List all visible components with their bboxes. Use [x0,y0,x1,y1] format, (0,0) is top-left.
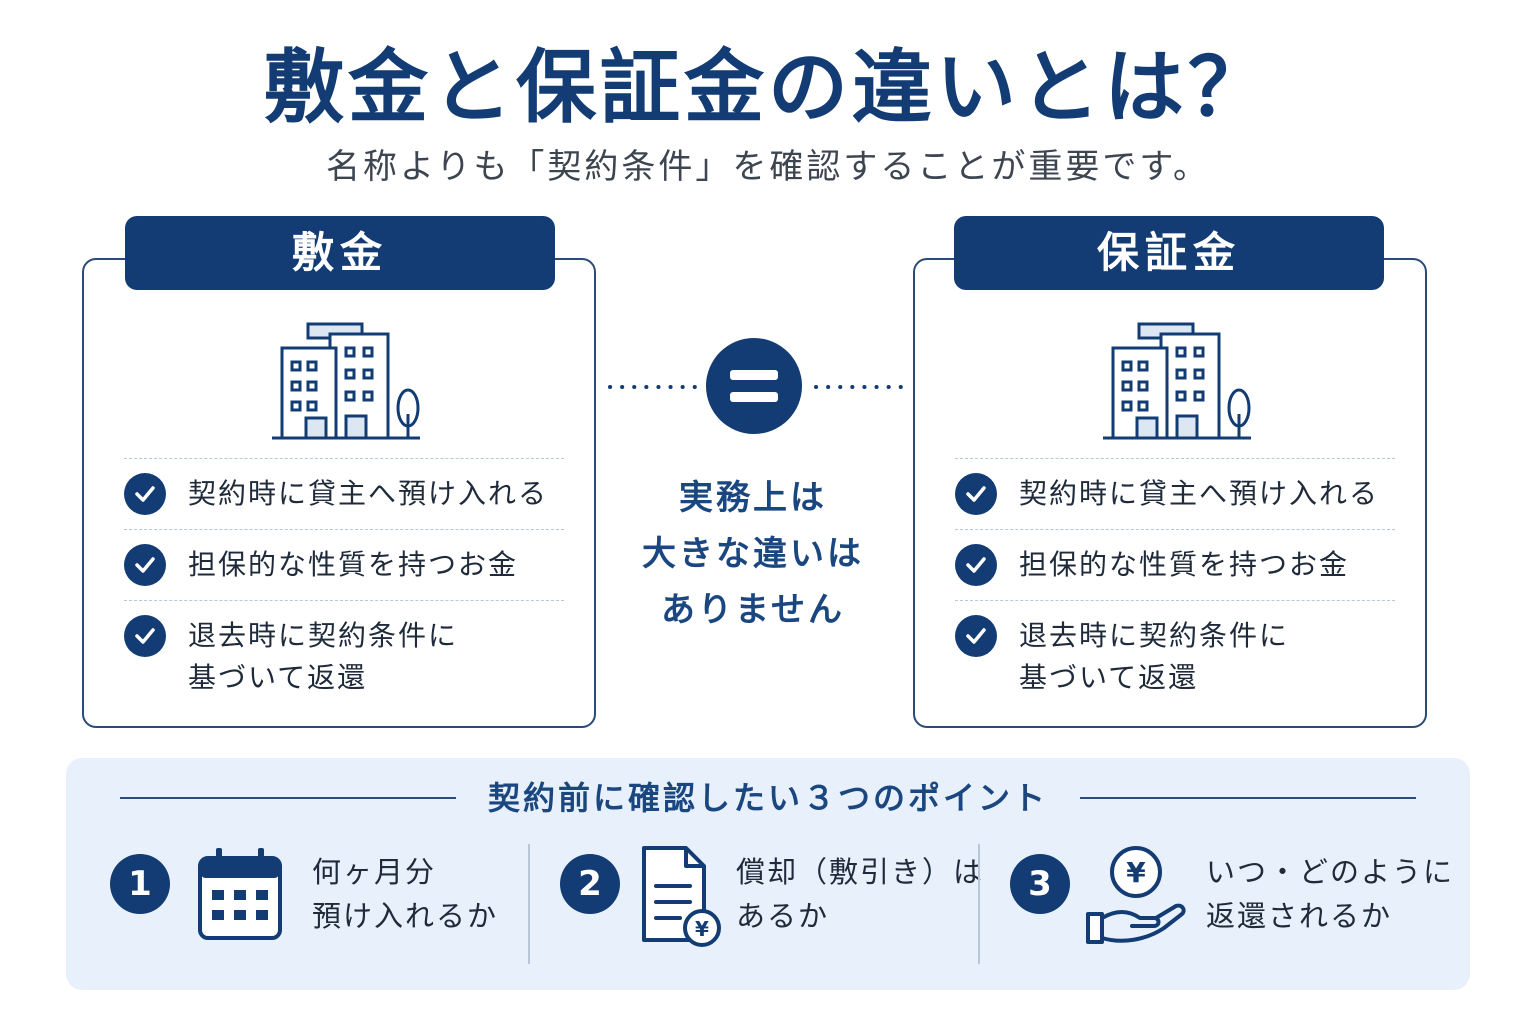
equal-icon [706,338,802,434]
point-number: 1 [110,854,170,914]
list-item: 退去時に契約条件に基づいて返還 [955,600,1395,713]
title-rule [1080,797,1416,799]
check-circle-icon [124,615,166,657]
calendar-icon [198,848,282,940]
yen-symbol: ¥ [1126,856,1146,889]
title-rule [120,797,456,799]
list-item-text: 退去時に契約条件に基づいて返還 [1019,619,1290,694]
card-heading-shikikin: 敷金 [125,216,555,290]
card-heading-hoshokin: 保証金 [954,216,1384,290]
building-icon [1103,322,1251,440]
checkpoint-1: 1 何ヶ月分 預け入れるか [110,844,530,964]
list-item-text: 退去時に契約条件に基づいて返還 [188,619,459,694]
list-item-text: 担保的な性質を持つお金 [188,548,519,581]
dotted-line [814,385,904,389]
list-item: 契約時に貸主へ預け入れる [124,458,564,529]
building-icon [272,322,420,440]
hand-yen-coin-icon: ¥ [1086,846,1186,944]
checkpoints-title: 契約前に確認したい３つのポイント [487,779,1048,817]
list-item-text: 契約時に貸主へ預け入れる [188,477,549,510]
list-item-text: 契約時に貸主へ預け入れる [1019,477,1380,510]
card-hoshokin: 契約時に貸主へ預け入れる 担保的な性質を持つお金 退去時に契約条件に基づいて返還 [913,258,1427,728]
list-item: 担保的な性質を持つお金 [124,529,564,600]
divider [978,844,980,964]
conclusion-text: 実務上は 大きな違いは ありません [642,478,864,630]
checkpoints-panel: 契約前に確認したい３つのポイント 1 何ヶ月分 預け入れるか 2 [66,758,1470,990]
check-circle-icon [124,473,166,515]
check-circle-icon [955,544,997,586]
point-text: 償却（敷引き）は あるか [736,855,985,933]
list-item-text: 担保的な性質を持つお金 [1019,548,1350,581]
card-shikikin: 契約時に貸主へ預け入れる 担保的な性質を持つお金 退去時に契約条件に基づいて返還 [82,258,596,728]
checkpoint-3: 3 ¥ いつ・どのように 返還されるか [1010,844,1452,964]
divider [528,844,530,964]
document-yen-icon: ¥ [642,846,721,947]
check-circle-icon [124,544,166,586]
point-number: 3 [1010,854,1070,914]
svg-text:¥: ¥ [695,917,709,941]
check-circle-icon [955,615,997,657]
equal-connector [600,338,912,438]
list-item: 担保的な性質を持つお金 [955,529,1395,600]
check-circle-icon [955,473,997,515]
point-number: 2 [560,854,620,914]
checkpoint-2: 2 ¥ 償却（敷引き）は あるか [560,844,982,964]
page-title: 敷金と保証金の違いとは？ [264,41,1272,134]
point-text: いつ・どのように 返還されるか [1206,855,1455,933]
card-list: 契約時に貸主へ預け入れる 担保的な性質を持つお金 退去時に契約条件に基づいて返還 [124,458,564,713]
point-text: 何ヶ月分 預け入れるか [312,855,499,933]
page-subtitle: 名称よりも「契約条件」を確認することが重要です。 [326,147,1210,187]
list-item: 退去時に契約条件に基づいて返還 [124,600,564,713]
list-item: 契約時に貸主へ預け入れる [955,458,1395,529]
card-list: 契約時に貸主へ預け入れる 担保的な性質を持つお金 退去時に契約条件に基づいて返還 [955,458,1395,713]
dotted-line [608,385,698,389]
